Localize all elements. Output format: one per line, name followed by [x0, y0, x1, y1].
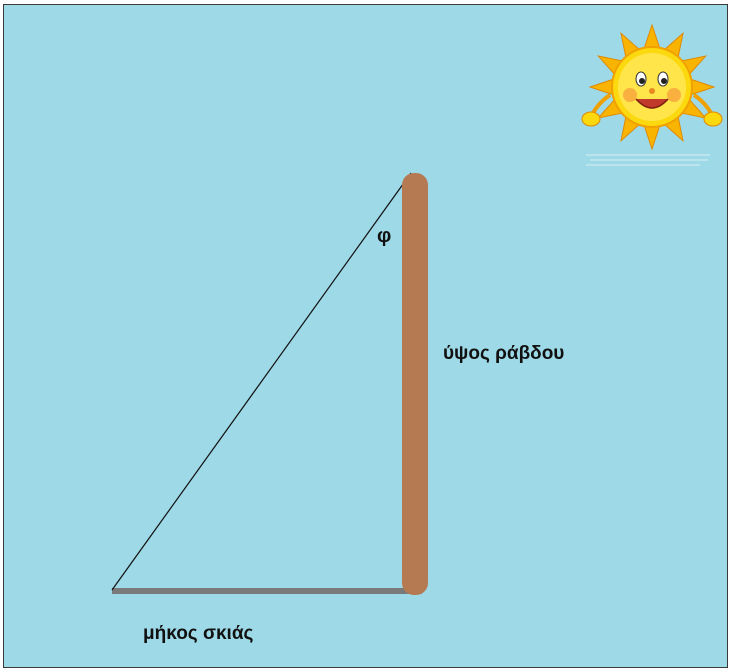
smiling-sun-icon	[581, 23, 723, 166]
shadow-triangle-diagram	[111, 172, 428, 595]
shadow-bar	[112, 588, 422, 594]
diagram-scene: φ ύψος ράβδου μήκος σκιάς	[3, 4, 728, 668]
rod-height-label: ύψος ράβδου	[443, 343, 565, 364]
rod	[402, 173, 428, 595]
sun-ray-line	[111, 172, 412, 591]
angle-label: φ	[377, 225, 392, 247]
shadow-length-label: μήκος σκιάς	[143, 623, 254, 644]
